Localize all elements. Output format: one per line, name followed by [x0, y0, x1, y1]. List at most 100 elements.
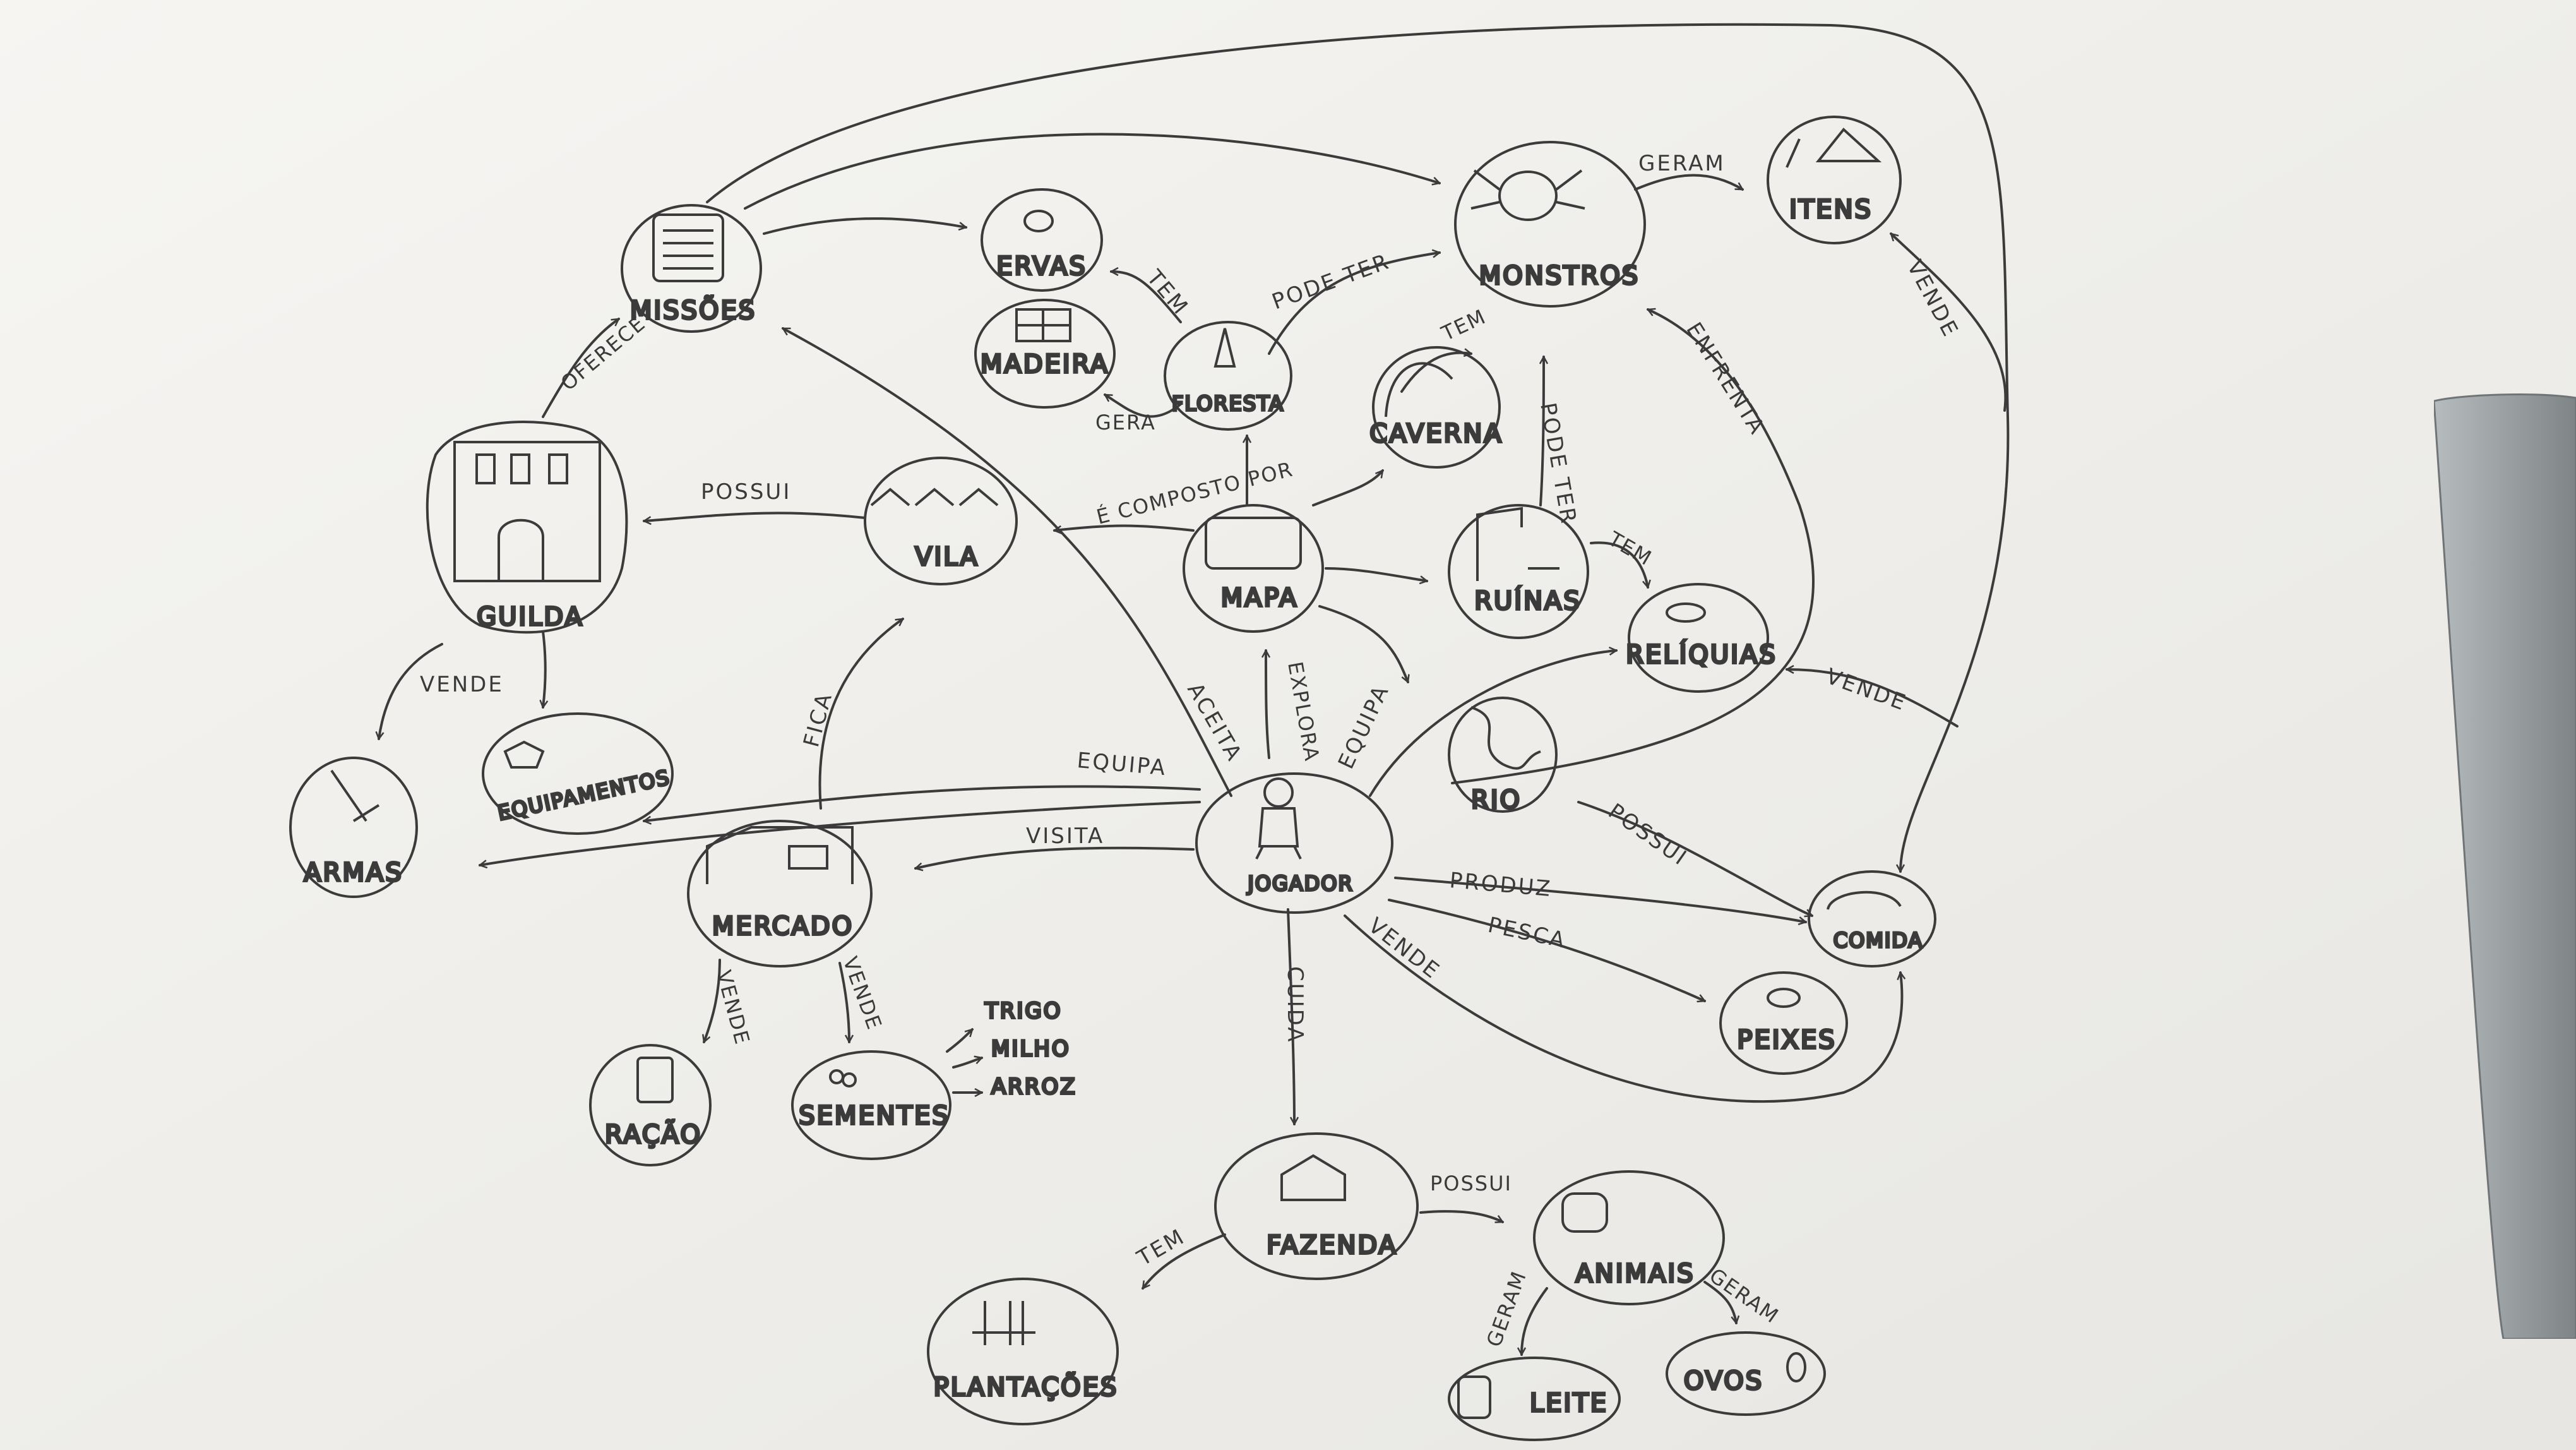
metal-clip: [2433, 392, 2576, 1340]
node-peixes: PEIXES: [1719, 971, 1848, 1075]
node-vila: VILA: [864, 457, 1018, 585]
edge-fazenda-plantacoes: [1142, 1233, 1226, 1288]
edge-mapa-jogador-equipa: [1318, 605, 1408, 682]
node-label-vila: VILA: [915, 542, 979, 572]
edge-comida-itens: [1890, 232, 2007, 412]
edge-jogador-fazenda: [1287, 908, 1294, 1124]
node-label-floresta: FLORESTA: [1172, 392, 1284, 416]
node-label-ervas: ERVAS: [996, 252, 1087, 281]
node-sementes: SEMENTES: [791, 1050, 951, 1160]
edge-jogador-comida: [1394, 877, 1806, 922]
edge-label-cuida: CUIDA: [1282, 966, 1308, 1044]
edge-missoes-comida: [706, 23, 2010, 872]
node-label-comida: COMIDA: [1834, 928, 1924, 952]
edge-mercado-sementes: [838, 962, 849, 1042]
node-itens: ITENS: [1767, 116, 1902, 244]
edge-guilda-equipamentos: [543, 630, 546, 707]
node-caverna: CAVERNA: [1368, 346, 1503, 469]
edge-missoes-monstros: [744, 133, 1440, 210]
node-monstros: MONSTROS: [1454, 141, 1646, 308]
node-label-sementes: SEMENTES: [799, 1101, 950, 1130]
node-label-leite: LEITE: [1530, 1389, 1608, 1418]
edge-floresta-monstros: [1268, 253, 1440, 355]
node-racao: RAÇÃO: [589, 1044, 712, 1166]
node-jogador: JOGADOR: [1195, 772, 1393, 914]
node-missoes: MISSÕES: [621, 204, 762, 333]
edge-jogador-comida-vende: [1344, 914, 1902, 1103]
node-label-fazenda: FAZENDA: [1267, 1231, 1398, 1260]
node-mapa: MAPA: [1183, 504, 1324, 633]
edge-jogador-mercado: [915, 846, 1195, 868]
node-label-reliquias: RELÍQUIAS: [1626, 639, 1777, 669]
node-leite: LEITE: [1448, 1357, 1621, 1441]
node-label-ruinas: RUÍNAS: [1474, 585, 1582, 616]
node-animais: ANIMAIS: [1533, 1170, 1725, 1305]
edge-ruinas-reliquias: [1590, 541, 1648, 587]
node-fazenda: FAZENDA: [1214, 1132, 1419, 1280]
node-label-animais: ANIMAIS: [1575, 1259, 1695, 1288]
node-armas: ARMAS: [289, 757, 418, 898]
edge-reliquias-comida-vende: [1787, 669, 1959, 728]
crop-milho: MILHO: [991, 1036, 1071, 1062]
edge-monstros-itens: [1634, 174, 1743, 191]
node-floresta: FLORESTA: [1164, 321, 1292, 431]
edge-vila-guilda: [644, 512, 866, 521]
node-label-madeira: MADEIRA: [981, 350, 1109, 379]
edge-missoes-ervas: [763, 217, 966, 235]
edge-ruinas-monstros: [1541, 357, 1544, 506]
edge-guilda-armas: [379, 643, 443, 739]
node-madeira: MADEIRA: [974, 299, 1116, 409]
edge-floresta-ervas: [1111, 272, 1182, 323]
node-label-itens: ITENS: [1789, 195, 1873, 224]
node-plantacoes: PLANTAÇÕES: [927, 1278, 1119, 1425]
edge-enfrenta: [1451, 309, 1815, 784]
edge-jogador-peixes: [1388, 899, 1705, 1001]
node-rio: RIO: [1448, 697, 1558, 816]
node-guilda: GUILDA: [426, 421, 628, 634]
edge-label-gera: GERA: [1095, 410, 1156, 434]
edge-mercado-racao: [704, 959, 721, 1042]
node-reliquias: RELÍQUIAS: [1625, 583, 1777, 693]
edge-mapa-caverna: [1312, 470, 1384, 506]
crop-arroz: ARROZ: [991, 1074, 1077, 1099]
node-label-mercado: MERCADO: [712, 912, 854, 941]
node-label-missoes: MISSÕES: [630, 295, 756, 325]
node-label-rio: RIO: [1471, 786, 1522, 815]
node-comida: COMIDA: [1808, 870, 1936, 968]
edge-mapa-vila: [1054, 524, 1195, 531]
edge-rio-comida: [1577, 801, 1812, 916]
edge-mercado-vila: [818, 618, 903, 810]
node-ervas: ERVAS: [981, 188, 1103, 292]
node-label-monstros: MONSTROS: [1479, 261, 1640, 291]
edge-animais-leite: [1522, 1287, 1548, 1355]
node-mercado: MERCADO: [687, 820, 873, 968]
edge-label-possui-fazenda: POSSUI: [1430, 1171, 1512, 1195]
edge-animais-ovos: [1703, 1281, 1736, 1323]
node-ruinas: RUÍNAS: [1448, 504, 1589, 639]
edge-jogador-missoes: [783, 327, 1232, 797]
edge-mapa-ruinas: [1325, 567, 1427, 581]
node-label-ovos: OVOS: [1684, 1367, 1763, 1396]
edge-jogador-mapa: [1266, 650, 1269, 759]
node-label-armas: ARMAS: [304, 858, 403, 887]
edge-jogador-reliquias: [1369, 650, 1616, 797]
edge-fazenda-animais: [1419, 1210, 1503, 1223]
edge-sementes-milho: [952, 1058, 982, 1069]
node-label-peixes: PEIXES: [1737, 1026, 1836, 1055]
node-label-caverna: CAVERNA: [1369, 419, 1503, 448]
node-label-plantacoes: PLANTAÇÕES: [934, 1372, 1119, 1402]
edge-label-vende-guilda: VENDE: [420, 672, 504, 697]
node-label-guilda: GUILDA: [477, 602, 584, 632]
edge-floresta-madeira: [1105, 393, 1182, 418]
edges: [379, 23, 2010, 1355]
node-label-jogador: JOGADOR: [1246, 872, 1353, 896]
edge-label-geram-itens: GERAM: [1638, 151, 1726, 176]
edge-guilda-missoes: [542, 318, 619, 418]
node-label-racao: RAÇÃO: [605, 1119, 702, 1149]
edge-jogador-equipamentos: [644, 785, 1201, 821]
edge-sementes-trigo: [946, 1028, 974, 1053]
node-ovos: OVOS: [1666, 1331, 1826, 1416]
node-label-mapa: MAPA: [1221, 584, 1299, 613]
